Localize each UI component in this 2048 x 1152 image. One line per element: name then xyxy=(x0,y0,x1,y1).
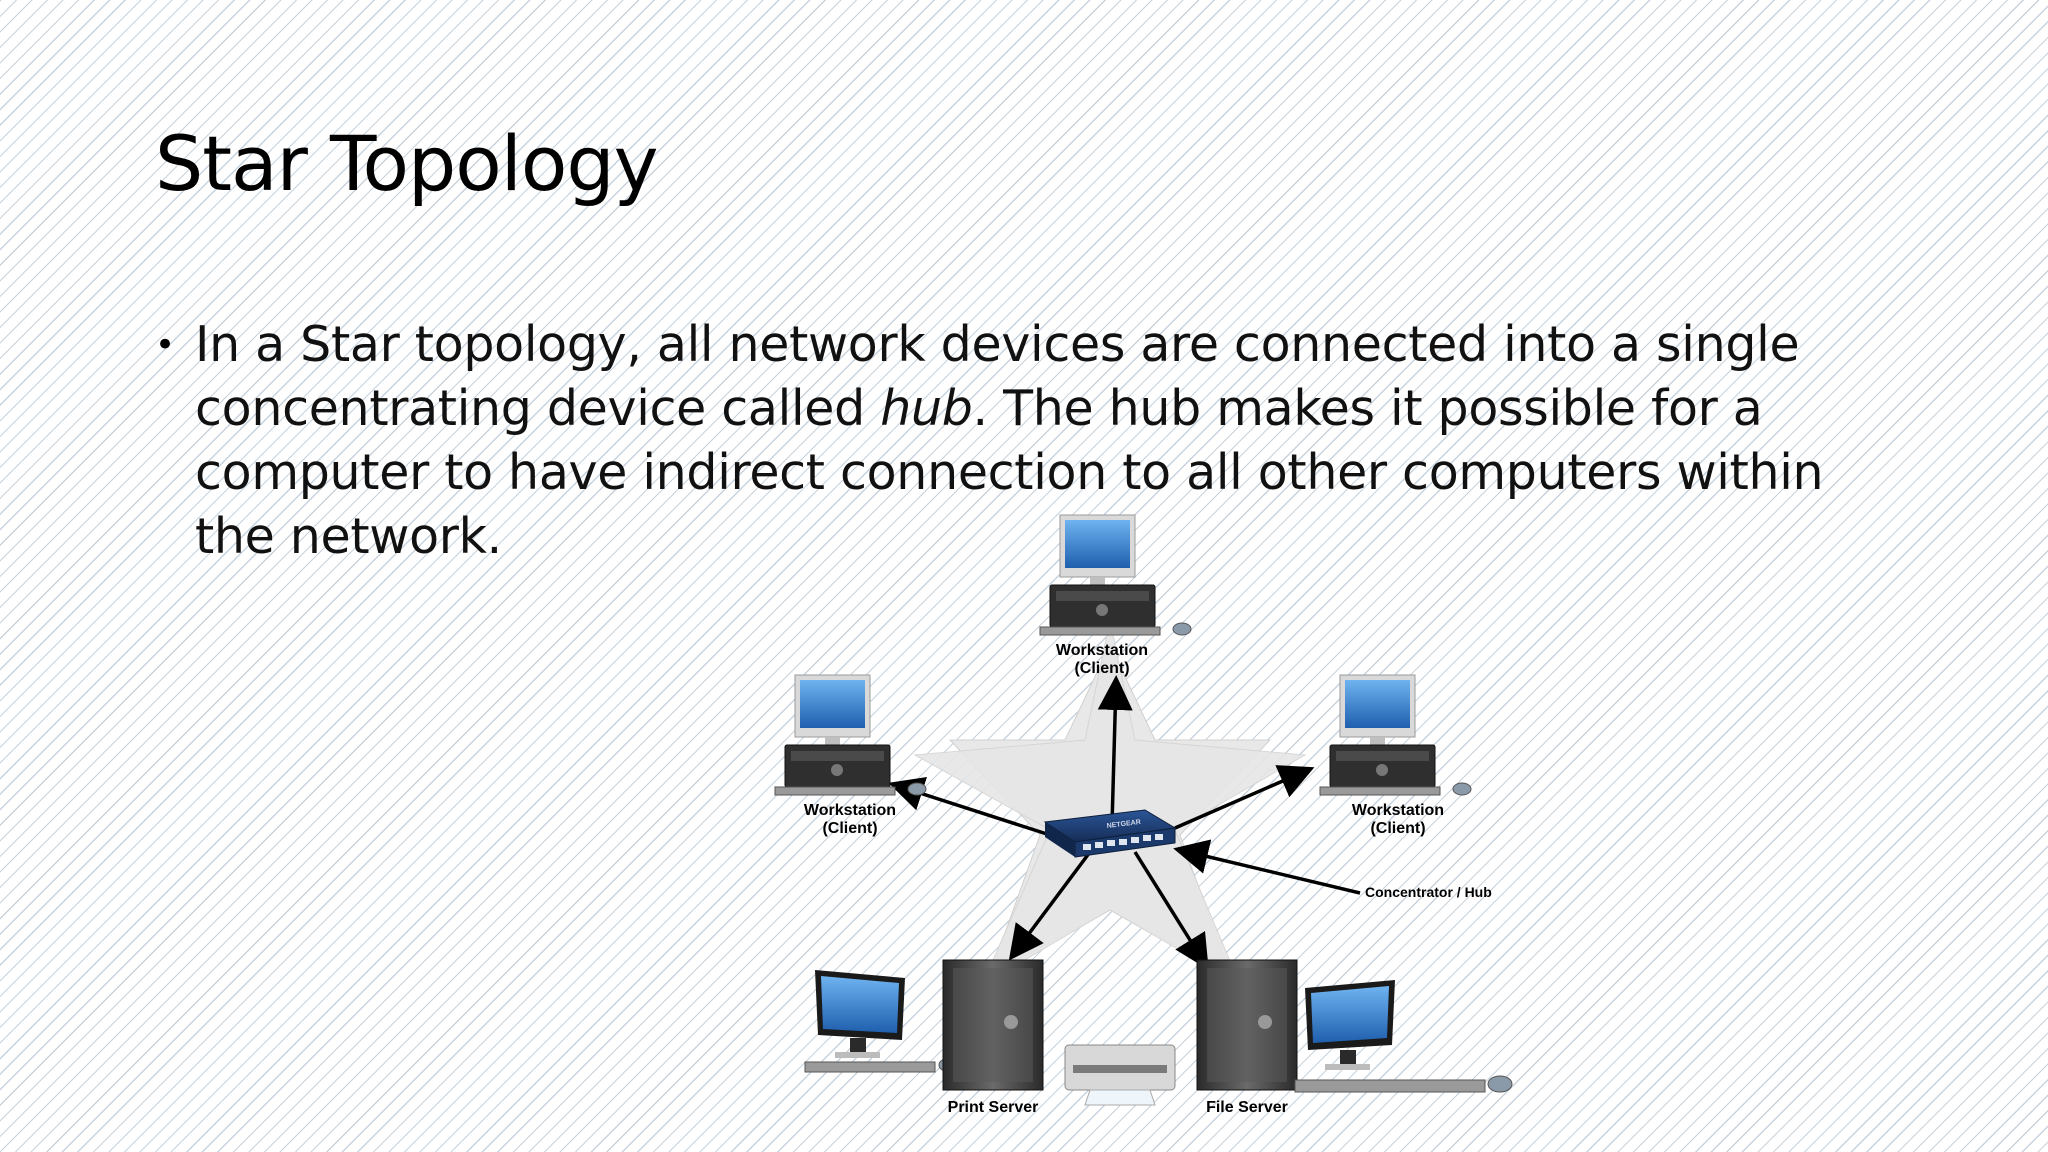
workstation-left: Workstation (Client) xyxy=(774,674,927,837)
workstation-left-label-2: (Client) xyxy=(822,820,877,837)
hub-label-pointer xyxy=(1173,839,1361,895)
workstation-top-label-1: Workstation xyxy=(1056,642,1148,659)
workstation-left-label-1: Workstation xyxy=(804,802,896,819)
workstation-right-label-2: (Client) xyxy=(1370,820,1425,837)
bullet-list: • In a Star topology, all network device… xyxy=(155,313,1855,569)
file-server-label: File Server xyxy=(1206,1099,1288,1116)
print-server-label: Print Server xyxy=(948,1099,1039,1116)
workstation-right: Workstation (Client) xyxy=(1319,674,1472,837)
hub-brand-text: NETGEAR xyxy=(1106,819,1141,830)
hub-device: NETGEAR xyxy=(1043,809,1177,858)
link-right xyxy=(1174,765,1315,830)
star-topology-diagram: NETGEAR Workstation (Client) Workstation… xyxy=(774,514,1513,1116)
bullet-text-end: . The hub makes it possible for a comput… xyxy=(195,380,1824,565)
printer-icon xyxy=(1064,1044,1176,1106)
bullet-paragraph: In a Star topology, all network devices … xyxy=(195,313,1855,569)
bullet-marker: • xyxy=(155,325,176,365)
file-server-tower: File Server xyxy=(1196,959,1298,1116)
workstation-top: Workstation (Client) xyxy=(1039,514,1192,677)
slide-title: Star Topology xyxy=(155,119,659,208)
print-server-monitor xyxy=(804,970,962,1073)
workstation-top-label-2: (Client) xyxy=(1074,660,1129,677)
hub-label: Concentrator / Hub xyxy=(1365,884,1492,900)
star-background-full xyxy=(913,619,1307,987)
link-file-server xyxy=(1133,851,1209,970)
workstation-right-label-1: Workstation xyxy=(1352,802,1444,819)
link-print-server xyxy=(1008,850,1092,961)
bullet-text-start: In a Star topology, all network devices … xyxy=(195,316,1800,437)
bullet-text-emphasis: hub xyxy=(880,380,973,437)
file-server-monitor xyxy=(1294,980,1513,1093)
link-top xyxy=(1097,675,1133,826)
print-server-tower: Print Server xyxy=(942,959,1044,1116)
